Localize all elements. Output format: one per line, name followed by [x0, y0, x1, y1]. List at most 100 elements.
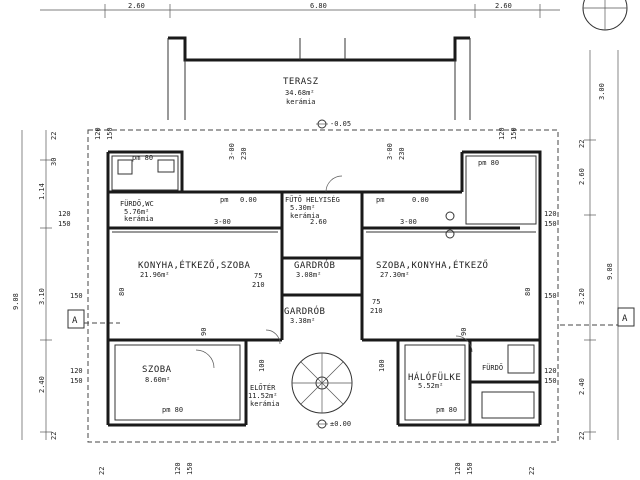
l150-b: 150	[70, 292, 83, 300]
d75-a: 75	[254, 272, 262, 280]
floor-level-marker: ±0.00	[316, 419, 351, 429]
shower-icon	[507, 344, 535, 374]
gardrob1-name: GARDRÓB	[294, 259, 335, 271]
dimension-annotations: pm 80 pm 80 pm 80 pm 80 pm 0.00 pm 0.00 …	[58, 127, 557, 475]
r120-a: 120	[544, 210, 557, 218]
stove-icon	[445, 229, 455, 239]
l150-c: 150	[70, 377, 83, 385]
top-dim-3: 2.60	[495, 2, 512, 10]
r150-c: 150	[544, 377, 557, 385]
futo-finish: kerámia	[290, 212, 320, 220]
north-arrow-icon	[582, 0, 628, 31]
v120-top-r: 120	[498, 127, 506, 140]
futo-name: FŰTŐ HELYISÉG	[285, 195, 340, 204]
section-marker-left: A	[67, 309, 120, 329]
r150-a: 150	[544, 220, 557, 228]
right-dimension-lines: 3.00 2.60 3.20 2.40 9.08 22 22	[578, 50, 619, 440]
pm-left: pm	[220, 196, 228, 204]
inner-outlines	[111, 155, 537, 233]
right-pm80-top: pm 80	[478, 159, 499, 167]
wc-pm80: pm 80	[132, 154, 153, 162]
right-22-a: 22	[578, 140, 586, 148]
right-dim-1: 3.00	[598, 83, 606, 100]
v100-b: 100	[378, 359, 386, 372]
right-dim-2: 2.60	[578, 168, 586, 185]
v22-bot-r: 22	[528, 467, 536, 475]
left-22-a: 22	[50, 132, 58, 140]
szoba-konyha2-name: SZOBA,KONYHA,ÉTKEZŐ	[376, 259, 488, 271]
terasz-finish: kerámia	[286, 98, 316, 106]
furdo-wc-name: FÜRDŐ,WC	[120, 199, 154, 208]
v22-bot-l: 22	[98, 467, 106, 475]
v120-bot-r: 120	[454, 462, 462, 475]
building-dashed-outline	[87, 129, 559, 443]
v150-bot-l: 150	[186, 462, 194, 475]
right-total-dim: 9.08	[606, 263, 614, 280]
top-dim-2: 6.80	[310, 2, 327, 10]
spiral-stair-icon	[291, 352, 353, 414]
wc-icon	[117, 159, 133, 175]
konyha1-name: KONYHA,ÉTKEZŐ,SZOBA	[138, 259, 251, 271]
furdo-wc-area: 5.76m²	[124, 208, 149, 216]
door-swings	[195, 175, 473, 369]
szoba-pm80: pm 80	[162, 406, 183, 414]
zero-right: 0.00	[412, 196, 429, 204]
halofulke-area: 5.52m²	[418, 382, 443, 390]
v120-bot-l: 120	[174, 462, 182, 475]
eloter-finish: kerámia	[250, 400, 280, 408]
sink-icon	[157, 159, 175, 173]
d75-b: 75	[372, 298, 380, 306]
v80-left: 80	[118, 288, 126, 296]
v230-top: 230	[240, 147, 248, 160]
left-30: 30	[50, 158, 58, 166]
furdo2-name: FÜRDŐ	[482, 363, 503, 372]
pm-right: pm	[376, 196, 384, 204]
terasz-level: -0.05	[330, 120, 351, 128]
room-labels: FÜRDŐ,WC 5.76m² kerámia FŰTŐ HELYISÉG 5.…	[120, 195, 503, 408]
szoba-name: SZOBA	[142, 365, 172, 375]
sink-right-icon	[445, 211, 455, 221]
section-label-left: A	[72, 316, 78, 326]
r120-b: 120	[544, 367, 557, 375]
v100-a: 100	[258, 359, 266, 372]
v150-top-r: 150	[510, 127, 518, 140]
v150-bot-r: 150	[466, 462, 474, 475]
left-dim-1: 1.14	[38, 183, 46, 200]
gardrob2-name: GARDRÓB	[284, 305, 325, 317]
zero-left: 0.00	[240, 196, 257, 204]
eloter-name: ELŐTÉR	[250, 383, 276, 392]
floor-level: ±0.00	[330, 420, 351, 428]
v300-top: 3-00	[228, 143, 236, 160]
szoba-konyha2-area: 27.30m²	[380, 271, 410, 279]
futo-area: 5.30m²	[290, 204, 315, 212]
v120-top-l: 120	[94, 127, 102, 140]
terrace-outline: TERASZ 34.68m² kerámia -0.05	[167, 36, 471, 129]
konyha1-area: 21.96m²	[140, 271, 170, 279]
v90-a: 90	[200, 328, 208, 336]
d210-a: 210	[252, 281, 265, 289]
left-dimension-lines: 1.14 3.10 2.40 9.08 22 30 22	[12, 130, 58, 440]
right-dim-4: 2.40	[578, 378, 586, 395]
left-dim-3: 2.40	[38, 376, 46, 393]
bathtub-icon	[481, 391, 535, 419]
d300-left: 3-00	[214, 218, 231, 226]
l150-a: 150	[58, 220, 71, 228]
left-dim-2: 3.10	[38, 288, 46, 305]
left-total-dim: 9.08	[12, 293, 20, 310]
v150-top-l: 150	[106, 127, 114, 140]
v80-right: 80	[524, 288, 532, 296]
l120-b: 120	[70, 367, 83, 375]
left-22-b: 22	[50, 432, 58, 440]
szoba-area: 8.60m²	[145, 376, 170, 384]
r150-b: 150	[544, 292, 557, 300]
main-walls	[106, 150, 542, 427]
gardrob1-area: 3.08m²	[296, 271, 321, 279]
top-dim-1: 2.60	[128, 2, 145, 10]
top-dimension-line: 2.60 6.80 2.60	[40, 2, 560, 18]
v300-top-r: 3-00	[386, 143, 394, 160]
d210-b: 210	[370, 307, 383, 315]
right-dim-3: 3.20	[578, 288, 586, 305]
right-22-b: 22	[578, 432, 586, 440]
d300-right: 3-00	[400, 218, 417, 226]
